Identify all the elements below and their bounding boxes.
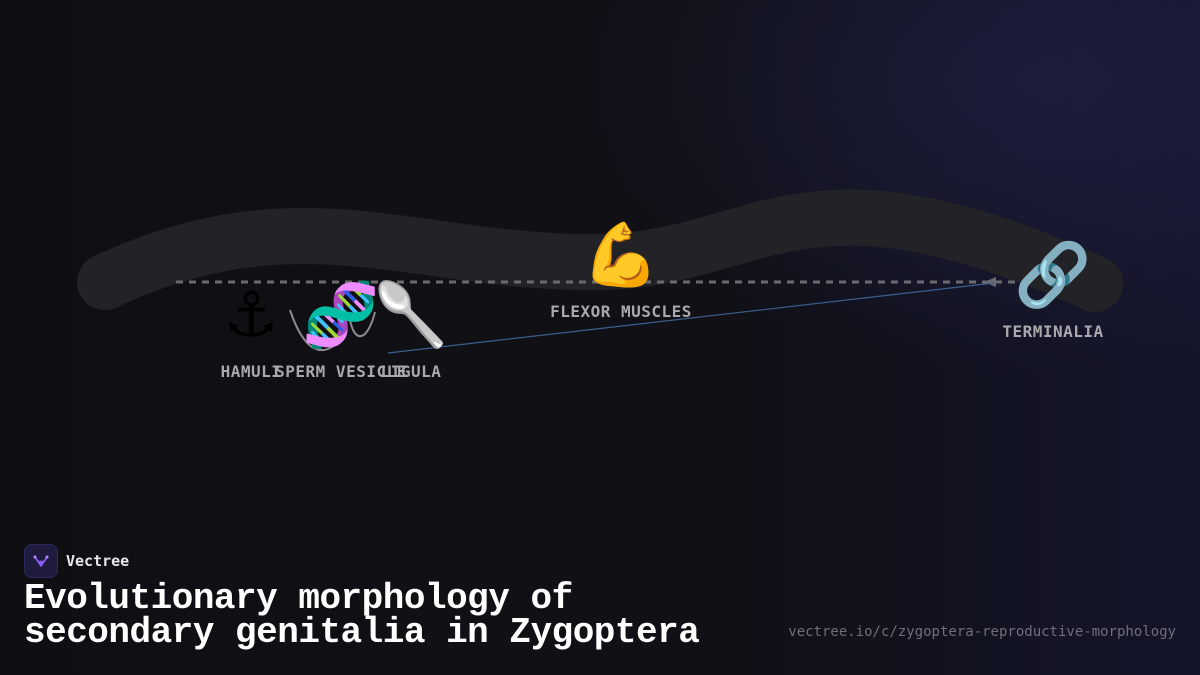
brand-name: Vectree	[66, 552, 130, 570]
dna-icon: 🧬	[302, 278, 380, 351]
node-flexor-muscles[interactable]: 💪 FLEXOR MUSCLES	[550, 218, 692, 321]
node-ligula[interactable]: 🥄 LIGULA	[372, 278, 449, 381]
axis-arrowhead	[984, 277, 996, 287]
node-label-ligula: LIGULA	[380, 362, 442, 381]
flexed-biceps-icon: 💪	[582, 218, 660, 291]
page-title: Evolutionary morphology of secondary gen…	[24, 581, 784, 653]
node-label-hamuli: HAMULI	[220, 362, 282, 381]
tree-branch-icon	[24, 544, 58, 578]
title-line-1: Evolutionary morphology of	[24, 578, 573, 619]
anchor-icon: ⚓	[223, 278, 279, 351]
node-label-terminalia: TERMINALIA	[1002, 322, 1104, 341]
node-sperm-vesicle[interactable]: 🧬 SPERM VESICLE	[275, 278, 407, 381]
connector-line	[387, 282, 995, 354]
node-label-flexor-muscles: FLEXOR MUSCLES	[550, 302, 692, 321]
node-terminalia[interactable]: 🔗 TERMINALIA	[1002, 238, 1103, 341]
node-hamuli[interactable]: ⚓ HAMULI	[221, 278, 282, 381]
link-icon: 🔗	[1014, 238, 1092, 311]
spoon-icon: 🥄	[372, 278, 450, 351]
source-url[interactable]: vectree.io/c/zygoptera-reproductive-morp…	[788, 624, 1176, 640]
title-line-2: secondary genitalia in Zygoptera	[24, 612, 700, 653]
node-label-sperm-vesicle: SPERM VESICLE	[275, 362, 407, 381]
connector-curl	[289, 309, 376, 351]
curved-band	[77, 189, 1123, 312]
brand[interactable]: Vectree	[24, 544, 129, 578]
